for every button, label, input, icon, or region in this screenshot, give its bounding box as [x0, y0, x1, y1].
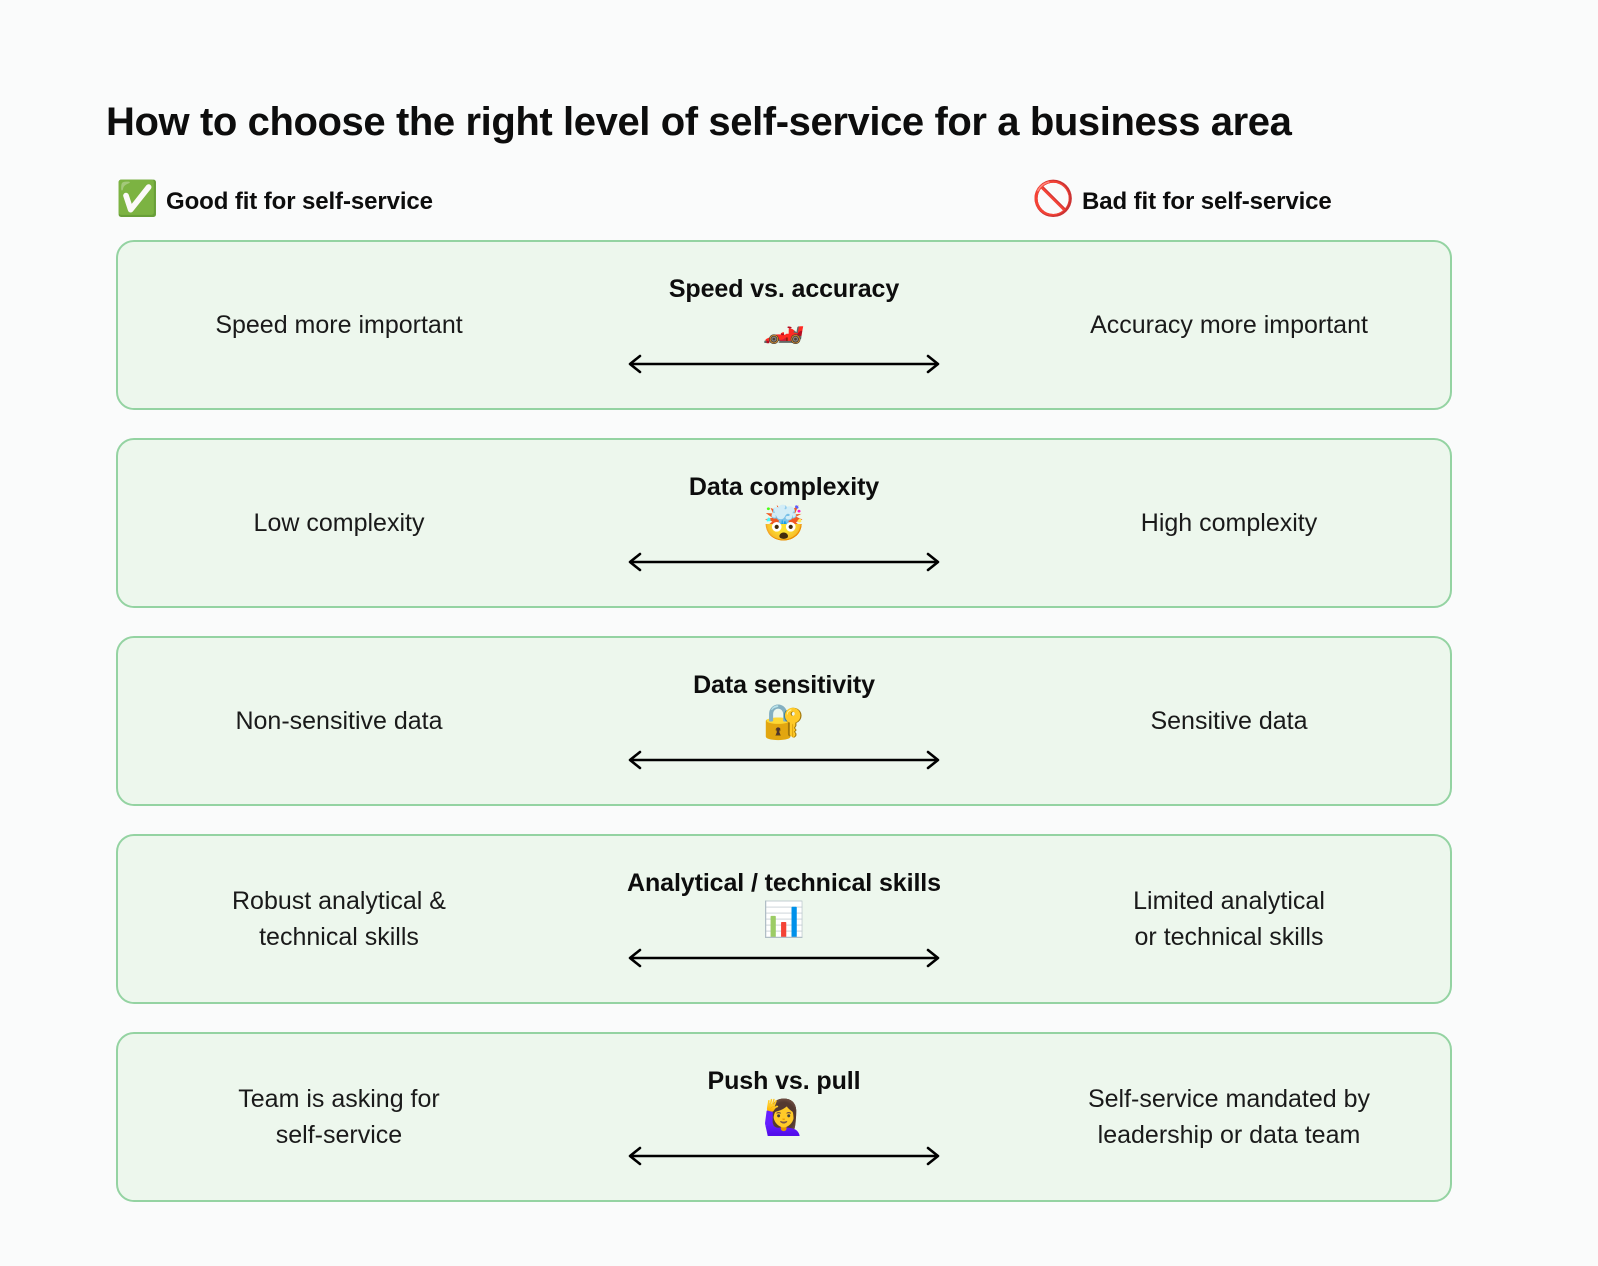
double-headed-horizontal-arrow-icon: [628, 750, 940, 769]
row-right-label: Accuracy more important: [1090, 310, 1368, 339]
page-title: How to choose the right level of self-se…: [106, 99, 1292, 144]
legend: ✅ Good fit for self-service 🚫 Bad fit fo…: [116, 178, 1450, 226]
row-right-label: High complexity: [1140, 508, 1318, 537]
row-left-label: Speed more important: [215, 310, 463, 339]
double-headed-horizontal-arrow-icon: [628, 354, 940, 373]
row-left-label: Non-sensitive data: [235, 706, 443, 735]
row-center-title: Speed vs. accuracy: [668, 274, 900, 303]
criteria-row-speed-vs-accuracy: Speed more important Speed vs. accuracy …: [116, 240, 1452, 410]
row-center-title: Analytical / technical skills: [627, 868, 941, 897]
row-center: Data sensitivity 🔐: [554, 638, 1014, 804]
double-headed-horizontal-arrow-icon: [628, 552, 940, 571]
row-center-title: Data complexity: [688, 472, 880, 501]
double-headed-horizontal-arrow-icon: [628, 1146, 940, 1165]
criteria-rows: Speed more important Speed vs. accuracy …: [116, 240, 1452, 1202]
white-heavy-check-mark-icon: ✅: [116, 180, 159, 218]
racing-car-icon: 🏎️: [762, 306, 806, 345]
row-left-label: Low complexity: [253, 508, 425, 537]
woman-raising-hand-icon: 🙋‍♀️: [762, 1098, 806, 1137]
row-left-label: Robust analytical &technical skills: [231, 886, 446, 951]
row-center-title: Push vs. pull: [707, 1066, 861, 1095]
double-headed-horizontal-arrow-icon: [628, 948, 940, 967]
row-center: Speed vs. accuracy 🏎️: [554, 242, 1014, 408]
legend-label-good-fit: Good fit for self-service: [166, 188, 433, 215]
row-center-title: Data sensitivity: [693, 670, 875, 699]
bar-chart-icon: 📊: [762, 900, 806, 939]
row-right-label: Sensitive data: [1150, 706, 1308, 735]
legend-item-bad-fit: 🚫 Bad fit for self-service: [1032, 178, 1332, 226]
row-center: Data complexity 🤯: [554, 440, 1014, 606]
exploding-head-icon: 🤯: [762, 504, 806, 543]
prohibited-sign-icon: 🚫: [1032, 180, 1075, 218]
row-center: Analytical / technical skills 📊: [554, 836, 1014, 1002]
legend-label-bad-fit: Bad fit for self-service: [1082, 188, 1332, 215]
row-center: Push vs. pull 🙋‍♀️: [554, 1034, 1014, 1200]
criteria-row-data-sensitivity: Non-sensitive data Data sensitivity 🔐 Se…: [116, 636, 1452, 806]
legend-item-good-fit: ✅ Good fit for self-service: [116, 178, 433, 226]
criteria-row-analytical-technical-skills: Robust analytical &technical skills Anal…: [116, 834, 1452, 1004]
locked-with-key-icon: 🔐: [762, 702, 806, 741]
criteria-row-data-complexity: Low complexity Data complexity 🤯 High co…: [116, 438, 1452, 608]
